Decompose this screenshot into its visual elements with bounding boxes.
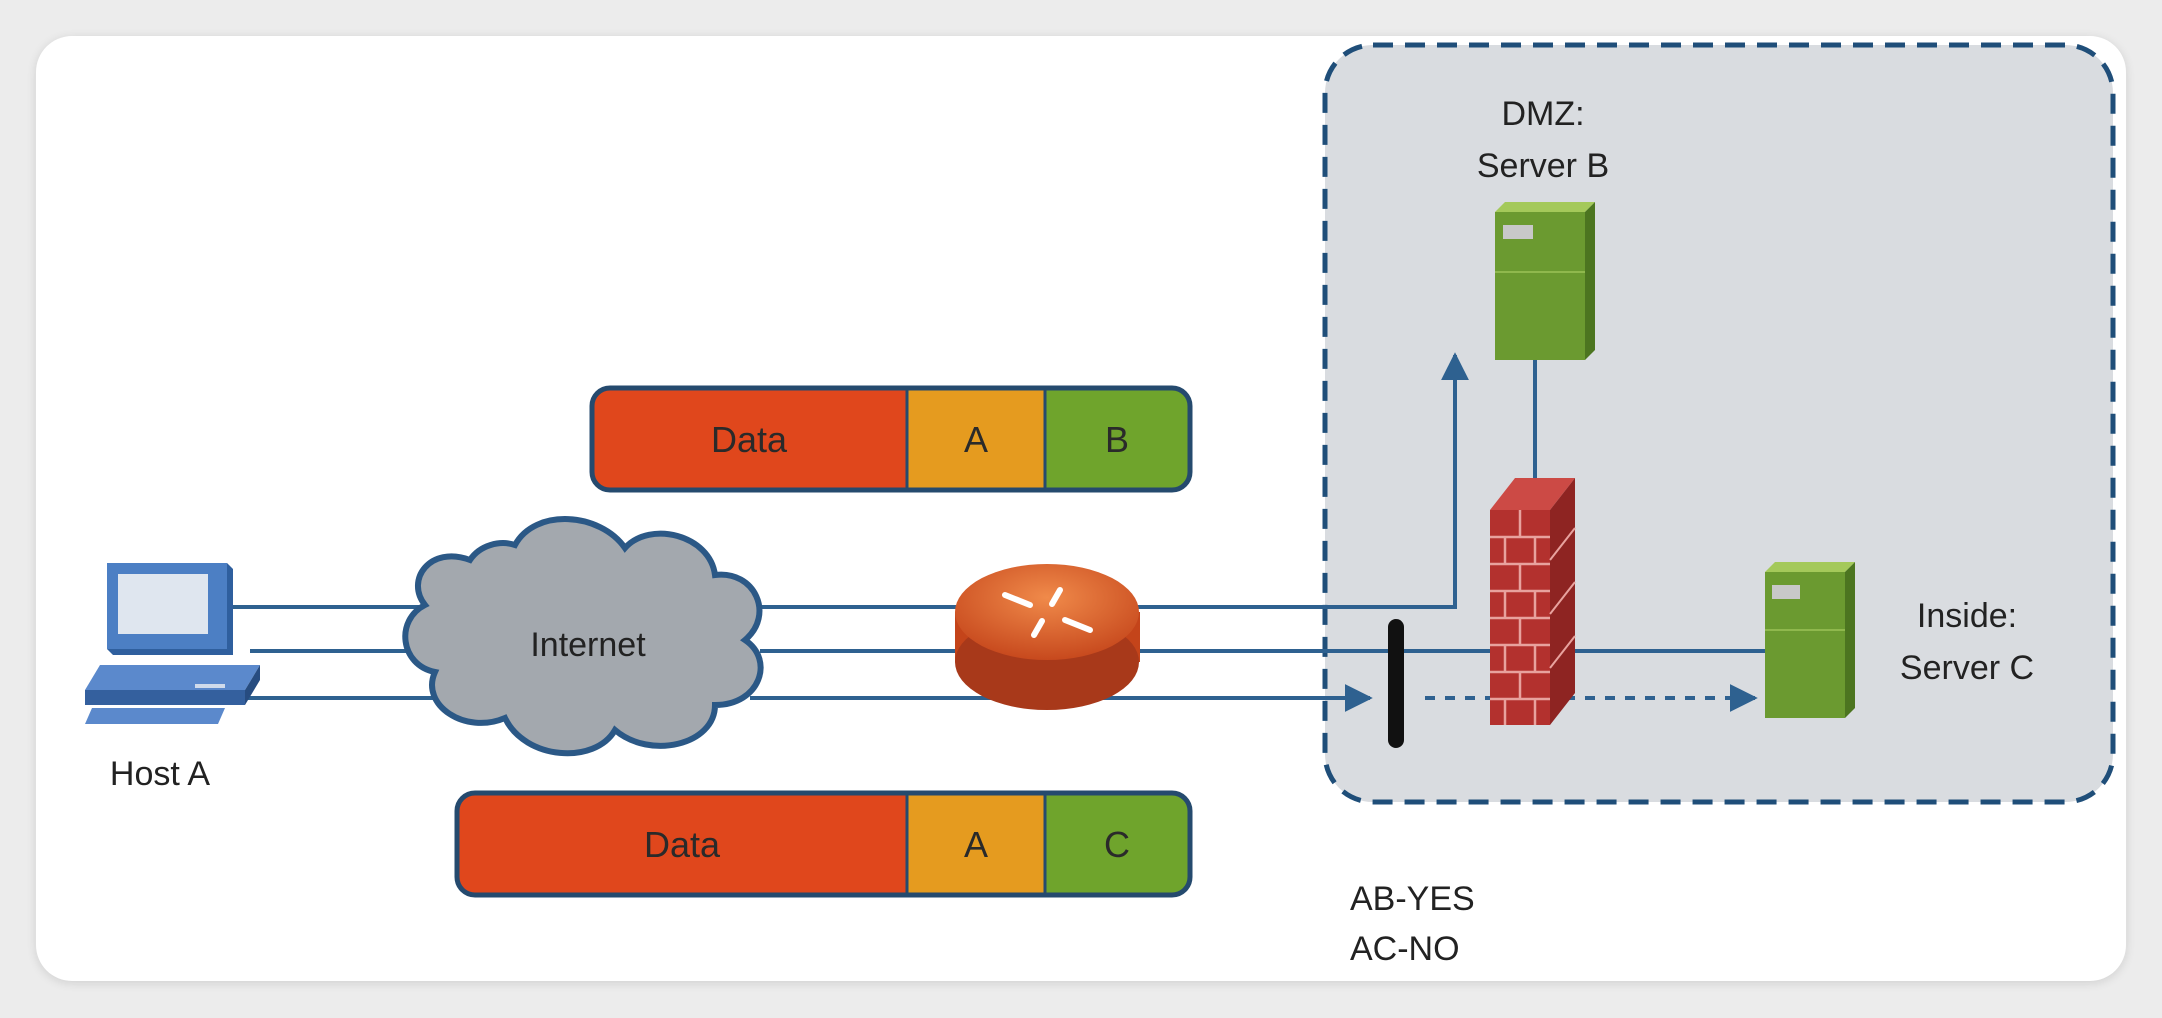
server-c-icon [1765, 562, 1855, 718]
packet-bottom-data-label: Data [644, 824, 721, 865]
rule-ab-label: AB-YES [1350, 880, 1475, 918]
firewall-icon [1490, 478, 1576, 725]
packet-top-destination-label: B [1105, 419, 1129, 460]
host-a-label: Host A [110, 755, 210, 793]
packet-bottom: Data A C [454, 790, 1193, 898]
packet-top-source-label: A [964, 419, 988, 460]
internet-cloud-icon [402, 516, 764, 757]
host-a-computer-icon [85, 563, 260, 724]
server-b-icon [1495, 202, 1595, 360]
packet-bottom-destination-label: C [1104, 824, 1130, 865]
rule-ac-label: AC-NO [1350, 930, 1460, 968]
server-c-label-line2: Server C [1900, 649, 2034, 687]
protected-zone [1322, 42, 2116, 805]
packet-top: Data A B [589, 385, 1193, 493]
packet-top-data-label: Data [711, 419, 788, 460]
router-icon [955, 564, 1140, 710]
packet-bottom-source-label: A [964, 824, 988, 865]
server-b-label-line2: Server B [1477, 147, 1609, 185]
internet-label: Internet [530, 626, 646, 664]
server-b-label-line1: DMZ: [1501, 95, 1584, 133]
server-c-label-line1: Inside: [1917, 597, 2017, 635]
